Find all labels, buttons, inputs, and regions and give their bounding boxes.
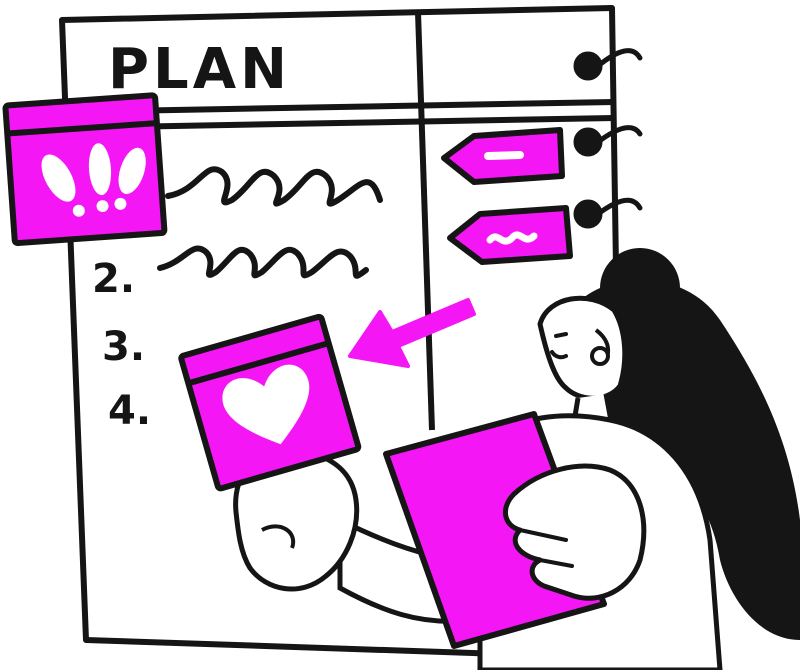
- priority-note: [2, 92, 168, 247]
- column-divider: [415, 11, 435, 431]
- favorite-note: [178, 313, 362, 492]
- person-hand: [503, 463, 647, 601]
- exclamation-icon: [41, 143, 146, 217]
- list-number-3: 3.: [102, 324, 145, 370]
- ring-icon: [573, 48, 643, 229]
- list-number-2: 2.: [92, 256, 135, 302]
- tag-label: [441, 127, 573, 265]
- board-title: PLAN: [108, 37, 291, 102]
- list-number-4: 4.: [108, 388, 151, 434]
- heart-icon: [222, 364, 310, 445]
- arrow-icon: [348, 298, 476, 368]
- scribble-line: [157, 166, 383, 279]
